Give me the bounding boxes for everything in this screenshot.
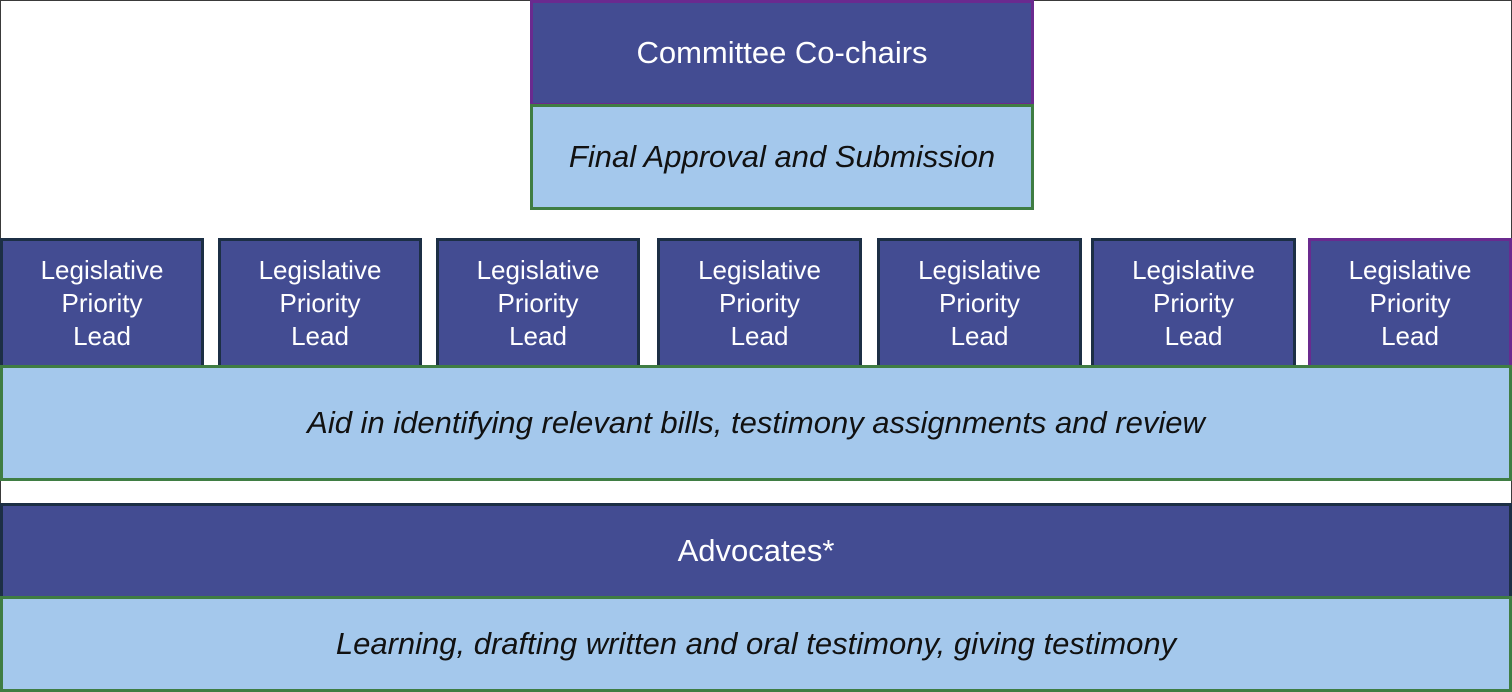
lead-box-5: Legislative Priority Lead <box>877 238 1082 368</box>
lead-label-line2: Priority <box>1369 287 1451 318</box>
lead-label-line3: Lead <box>509 320 567 351</box>
lead-label-line3: Lead <box>730 320 789 351</box>
advocates-title-box: Advocates* <box>0 503 1512 599</box>
cochairs-role: Final Approval and Submission <box>568 139 996 174</box>
lead-label-line1: Legislative <box>1348 254 1472 285</box>
cochairs-title: Committee Co-chairs <box>636 35 928 70</box>
lead-box-4: Legislative Priority Lead <box>657 238 862 368</box>
lead-box-6: Legislative Priority Lead <box>1091 238 1296 368</box>
lead-label-line3: Lead <box>950 320 1009 351</box>
lead-box-1: Legislative Priority Lead <box>0 238 204 368</box>
lead-label-line3: Lead <box>291 320 349 351</box>
lead-box-2: Legislative Priority Lead <box>218 238 422 368</box>
lead-box-3: Legislative Priority Lead <box>436 238 640 368</box>
lead-label-line2: Priority <box>497 287 579 318</box>
lead-label-line2: Priority <box>939 287 1020 318</box>
lead-label-line1: Legislative <box>698 254 821 285</box>
lead-label-line3: Lead <box>73 320 131 351</box>
lead-box-7: Legislative Priority Lead <box>1308 238 1512 368</box>
lead-label-line1: Legislative <box>918 254 1041 285</box>
lead-label-line2: Priority <box>719 287 800 318</box>
advocates-role: Learning, drafting written and oral test… <box>335 626 1177 661</box>
leads-role-box: Aid in identifying relevant bills, testi… <box>0 365 1512 481</box>
lead-label-line2: Priority <box>61 287 143 318</box>
lead-label-line1: Legislative <box>40 254 164 285</box>
lead-label-line1: Legislative <box>1132 254 1255 285</box>
lead-label-line3: Lead <box>1164 320 1223 351</box>
cochairs-title-box: Committee Co-chairs <box>530 0 1034 106</box>
lead-label-line1: Legislative <box>476 254 600 285</box>
leads-role: Aid in identifying relevant bills, testi… <box>307 405 1205 440</box>
lead-label-line2: Priority <box>1153 287 1234 318</box>
cochairs-role-box: Final Approval and Submission <box>530 104 1034 210</box>
lead-label-line1: Legislative <box>258 254 382 285</box>
advocates-title: Advocates* <box>677 533 835 568</box>
lead-label-line3: Lead <box>1381 320 1439 351</box>
lead-label-line2: Priority <box>279 287 361 318</box>
advocates-role-box: Learning, drafting written and oral test… <box>0 596 1512 692</box>
